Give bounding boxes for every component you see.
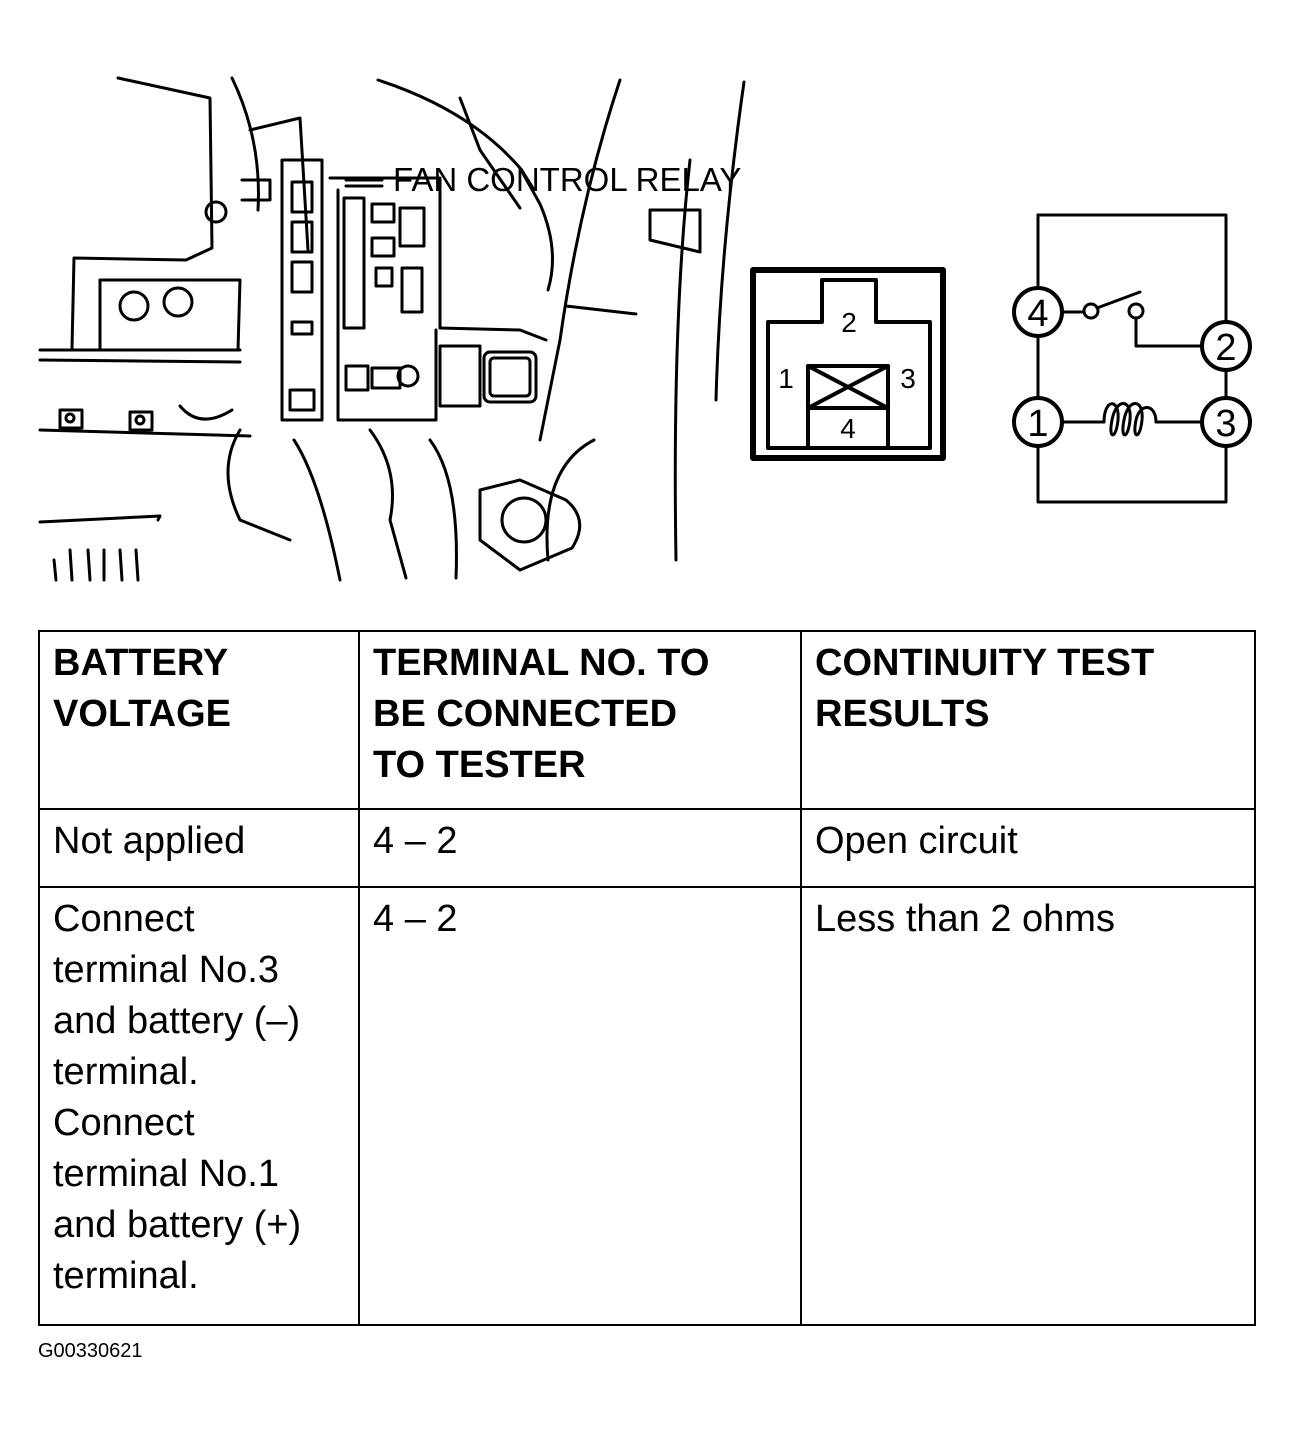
cell-line: Connect (53, 898, 195, 940)
figure-id: G00330621 (38, 1340, 143, 1362)
cell-line: terminal No.1 (53, 1153, 279, 1195)
relay-schematic: 4 2 1 3 (1012, 213, 1252, 504)
cell-line: TERMINAL NO. TO (373, 642, 710, 684)
cell-line: RESULTS (815, 693, 990, 735)
schematic-terminal-4: 4 (1027, 293, 1048, 335)
cell-line: VOLTAGE (53, 693, 232, 735)
schematic-terminal-3: 3 (1215, 403, 1236, 445)
connector-terminal-4: 4 (840, 413, 856, 444)
illustration: 2 1 3 4 4 2 1 3 (38, 76, 1252, 582)
schematic-terminal-1: 1 (1027, 403, 1048, 445)
header-continuity-results: CONTINUITY TEST RESULTS (800, 630, 1256, 810)
cell-battery-voltage: Not applied (38, 808, 360, 888)
engine-bay-sketch (38, 76, 746, 582)
cell-result: Open circuit (800, 808, 1256, 888)
cell-line: terminal No.3 (53, 949, 279, 991)
cell-line: and battery (–) (53, 1000, 301, 1042)
relay-connector-face: 2 1 3 4 (750, 267, 946, 461)
table-header-row: BATTERY VOLTAGE TERMINAL NO. TO BE CONNECT… (38, 630, 1256, 810)
cell-battery-voltage: Connect terminal No.3 and battery (–) termi… (38, 886, 360, 1326)
cell-line: terminal. (53, 1051, 199, 1093)
cell-line: BATTERY (53, 642, 229, 684)
continuity-test-table: BATTERY VOLTAGE TERMINAL NO. TO BE CONNECT… (38, 630, 1256, 1326)
cell-terminals: 4 – 2 (358, 886, 802, 1326)
connector-terminal-2: 2 (841, 307, 857, 338)
cell-line: BE CONNECTED (373, 693, 678, 735)
fan-control-relay-label: FAN CONTROL RELAY (393, 161, 742, 198)
cell-line: CONTINUITY TEST (815, 642, 1155, 684)
table-row: Not applied 4 – 2 Open circuit (38, 808, 1256, 888)
table-row: Connect terminal No.3 and battery (–) termi… (38, 886, 1256, 1326)
cell-result: Less than 2 ohms (800, 886, 1256, 1326)
cell-line: TO TESTER (373, 744, 586, 786)
cell-line: Not applied (53, 820, 246, 862)
header-battery-voltage: BATTERY VOLTAGE (38, 630, 360, 810)
cell-line: Connect (53, 1102, 195, 1144)
connector-terminal-1: 1 (778, 363, 794, 394)
cell-line: terminal. (53, 1255, 199, 1297)
connector-terminal-3: 3 (900, 363, 916, 394)
cell-line: and battery (+) (53, 1204, 302, 1246)
cell-terminals: 4 – 2 (358, 808, 802, 888)
schematic-terminal-2: 2 (1215, 327, 1236, 369)
header-terminal-no: TERMINAL NO. TO BE CONNECTED TO TESTER (358, 630, 802, 810)
